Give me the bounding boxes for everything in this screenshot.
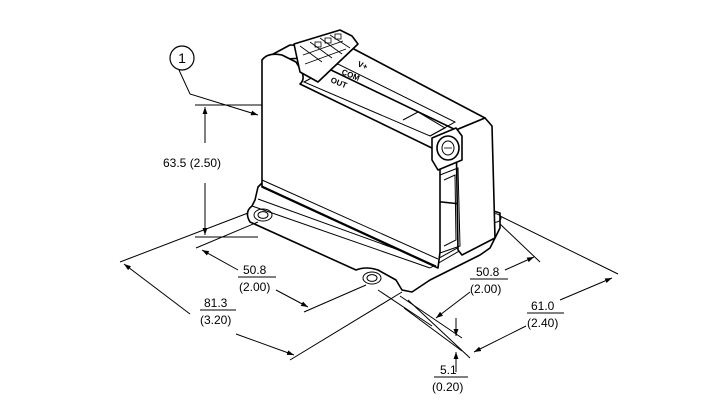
mounting-hole-front	[362, 271, 382, 285]
base-thickness-dimension: 5.1 (0.20)	[399, 295, 468, 394]
hole-spacing-left-dimension: 50.8 (2.00)	[195, 221, 367, 313]
hole-spacing-left-in-label: (2.00)	[239, 280, 270, 294]
base-thickness-in-label: (0.20)	[432, 380, 463, 394]
housing-body	[261, 29, 496, 269]
length-dimension: 81.3 (3.20)	[119, 212, 403, 361]
terminal-block	[293, 29, 359, 83]
length-mm-label: 81.3	[204, 296, 228, 310]
width-in-label: (2.40)	[527, 316, 558, 330]
width-dimension: 61.0 (2.40)	[407, 215, 619, 359]
hole-spacing-right-dimension: 50.8 (2.00)	[377, 223, 541, 327]
adjustment-knob	[431, 127, 463, 171]
hole-spacing-right-in-label: (2.00)	[470, 282, 501, 296]
height-dimension: 63.5 (2.50)	[163, 104, 262, 238]
terminal-label-vplus: V+	[356, 60, 369, 72]
height-dimension-label: 63.5 (2.50)	[163, 156, 221, 170]
mounting-hole-left	[253, 208, 273, 222]
hole-spacing-left-mm-label: 50.8	[243, 263, 267, 277]
width-mm-label: 61.0	[531, 299, 555, 313]
hole-spacing-right-mm-label: 50.8	[476, 265, 500, 279]
base-thickness-mm-label: 5.1	[440, 363, 457, 377]
callout-balloon: 1	[169, 45, 259, 116]
callout-number: 1	[178, 50, 186, 66]
length-in-label: (3.20)	[200, 313, 231, 327]
